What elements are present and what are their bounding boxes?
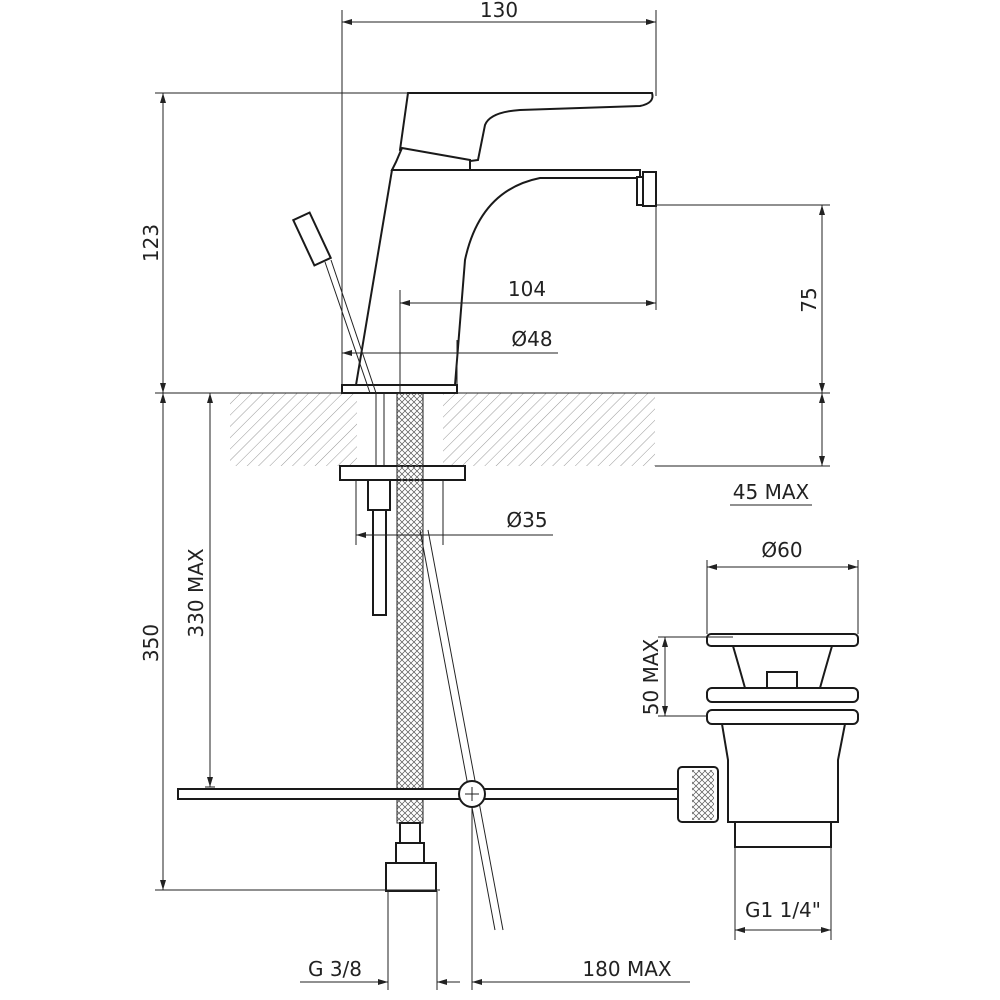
dim-drain-diameter: Ø60 [761,538,802,562]
dim-base-diameter: Ø48 [511,327,552,351]
dim-rod-length: 180 MAX [582,957,671,981]
dim-drain-thread: G1 1/4" [745,898,821,922]
dim-overall-width: 130 [480,0,518,22]
under-deck-assembly [177,392,679,931]
dim-deck-thickness: 45 MAX [733,480,810,504]
dim-spout-height: 75 [797,287,821,312]
dim-below-deck-max: 330 MAX [184,548,208,637]
pop-up-drain [677,633,859,848]
dim-supply-thread: G 3/8 [308,957,362,981]
dimensions: 130 123 104 75 Ø48 45 MAX Ø35 Ø60 330 MA… [139,0,858,985]
countertop [230,393,655,466]
dim-drain-height: 50 MAX [639,638,663,715]
dim-spout-reach: 104 [508,277,546,301]
dim-overall-height: 123 [139,224,163,262]
dim-below-deck-total: 350 [139,624,163,662]
dim-hole-diameter: Ø35 [506,508,547,532]
faucet-body [291,92,657,394]
